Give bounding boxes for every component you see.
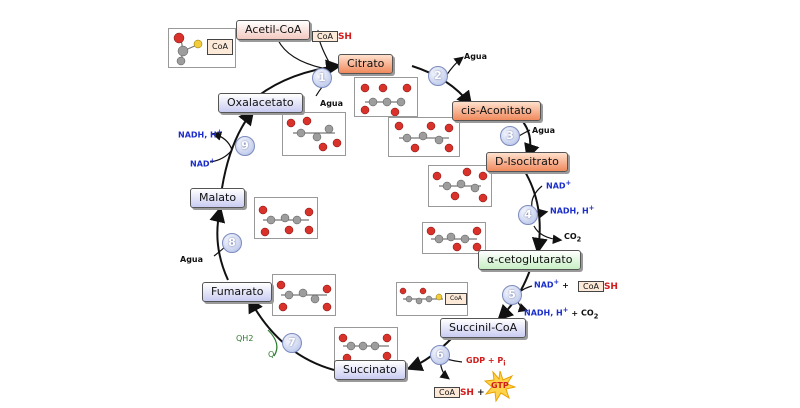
nad-label-9: NAD+	[190, 157, 215, 169]
nadh-text: NADH, H	[550, 206, 589, 216]
step-number-icon: 1	[312, 68, 332, 88]
coa-tag: CoA	[434, 387, 460, 398]
metabolite-cis-aconitato: cis-Aconitato	[452, 101, 541, 121]
nadh-text: NADH, H	[178, 130, 217, 140]
agua-label-1: Agua	[320, 99, 344, 108]
molecule-model-icon	[388, 117, 460, 157]
gtp-star-icon: GTP	[483, 370, 517, 403]
coa-tag: CoA	[207, 39, 233, 55]
molecule-model-icon	[272, 274, 336, 316]
plus-sign: +	[476, 388, 485, 398]
arc-fum-mal	[209, 206, 229, 281]
sh-label: SH	[603, 282, 618, 292]
metabolite-malato: Malato	[190, 188, 246, 208]
nad-text: NAD	[534, 280, 554, 290]
charge-sup: +	[209, 157, 216, 165]
agua-label-2: Agua	[464, 52, 488, 61]
step-number-icon: 6	[430, 345, 450, 365]
nadh-label-9: NADH, H+	[178, 128, 222, 140]
charge-sup: +	[565, 179, 572, 187]
molecule-model-icon: CoA	[168, 28, 236, 68]
gtp-label: GTP	[491, 381, 509, 390]
agua-label-8: Agua	[180, 255, 204, 264]
molecule-model-icon: CoA	[396, 282, 468, 316]
step-number-icon: 3	[500, 126, 520, 146]
metabolite-isocitrato: D-Isocitrato	[486, 152, 568, 172]
nad-label-4: NAD+	[546, 179, 571, 191]
arc-mal-oxal	[221, 108, 255, 189]
agua-label-3: Agua	[532, 126, 556, 135]
charge-sup: +	[588, 204, 595, 212]
nadh-out-9	[211, 131, 233, 151]
nadh-label-5: NADH, H++CO2	[524, 306, 598, 320]
metabolite-oxalacetato: Oxalacetato	[218, 93, 303, 113]
coa-tag: CoA	[578, 281, 604, 292]
sh-label: SH	[337, 32, 352, 42]
step-number-icon: 4	[518, 205, 538, 225]
plus-sign: +	[562, 280, 569, 290]
step-number-icon: 2	[428, 66, 448, 86]
nad-label-5: NAD++	[534, 278, 569, 290]
step-number-icon: 8	[222, 233, 242, 253]
coa-tag: CoA	[312, 31, 338, 42]
coa-tag: CoA	[445, 293, 467, 305]
qh2-label: QH2	[236, 334, 254, 343]
step-number-icon: 7	[282, 333, 302, 353]
nad-text: NAD	[190, 159, 210, 169]
co2-out-4	[533, 225, 563, 245]
metabolite-cetoglutarato: α-cetoglutarato	[478, 250, 582, 270]
metabolite-fumarato: Fumarato	[202, 282, 273, 302]
agua-out-2	[445, 56, 464, 77]
molecule-model-icon	[282, 112, 346, 156]
co2-sub: 2	[576, 235, 582, 244]
sh-label: SH	[459, 388, 474, 398]
molecule-model-icon	[422, 222, 486, 254]
molecule-model-icon	[254, 197, 318, 239]
arc-acon-iso	[519, 117, 540, 160]
co2-label-4: CO2	[564, 232, 581, 244]
gdp-text: GDP + P	[466, 356, 504, 365]
co2-sub: 2	[593, 312, 599, 321]
nadh-text: NADH, H	[524, 308, 563, 318]
nad-text: NAD	[546, 181, 566, 191]
molecule-model-icon	[428, 165, 492, 207]
step-number-icon: 5	[502, 285, 522, 305]
co-text: CO	[581, 308, 594, 318]
charge-sup: +	[562, 306, 569, 314]
step-number-icon: 9	[235, 136, 255, 156]
metabolite-succinil-coa: Succinil-CoA	[440, 318, 527, 338]
metabolite-acetyl-coa: Acetil-CoA	[236, 20, 311, 40]
metabolite-citrato: Citrato	[338, 54, 394, 74]
acetyl-in-arrow	[277, 39, 323, 69]
nadh-label-4: NADH, H+	[550, 204, 594, 216]
charge-sup: +	[216, 128, 223, 136]
arc-iso-ceto	[523, 169, 548, 254]
pi-sub: i	[503, 359, 506, 368]
gdp-pi-label: GDP + Pi	[466, 356, 506, 368]
plus-sign: +	[571, 308, 579, 318]
metabolite-succinato: Succinato	[334, 360, 406, 380]
q-label: Q	[268, 350, 275, 359]
nad-in-9	[209, 149, 233, 163]
arc-oxal-citrato	[257, 59, 342, 97]
co-text: CO	[564, 232, 577, 241]
charge-sup: +	[553, 278, 560, 286]
quinone-7	[267, 329, 278, 357]
molecule-model-icon	[354, 77, 418, 117]
